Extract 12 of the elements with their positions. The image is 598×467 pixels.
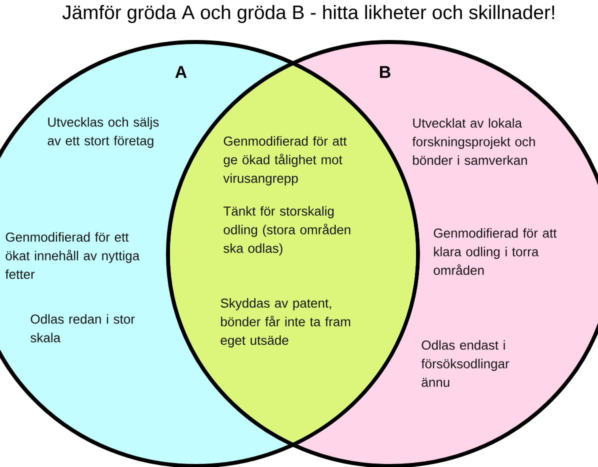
statement-text: Odlas endast i försöksodlingar ännu [421,340,510,387]
statement-text: Skyddas av patent, bönder får inte ta fram eget utsäde [220,298,350,348]
set-label: A [175,66,187,78]
statement-text: Odlas redan i stor skala [30,314,135,342]
statement-text: Tänkt för storskalig odling (stora områden ska odlas) [224,206,350,256]
title: Jämför gröda A och gröda B - hitta likheter och skillnader! [62,4,554,24]
statement-text: Utvecklas och säljs av ett stort företag [48,117,159,148]
set-label: B [380,66,390,78]
statement-text: Genmodifierad för att ge ökad tålighet mot virusangrepp [223,136,347,186]
statement-text: Utvecklat av lokala forskningsprojekt och bönder i samverkan [412,118,535,165]
statement-text: Genmodifierad för ett ökat innehåll av nyttiga fetter [5,232,140,279]
statement-text: Genmodifierad för att klara odling i torra områden [434,228,557,275]
